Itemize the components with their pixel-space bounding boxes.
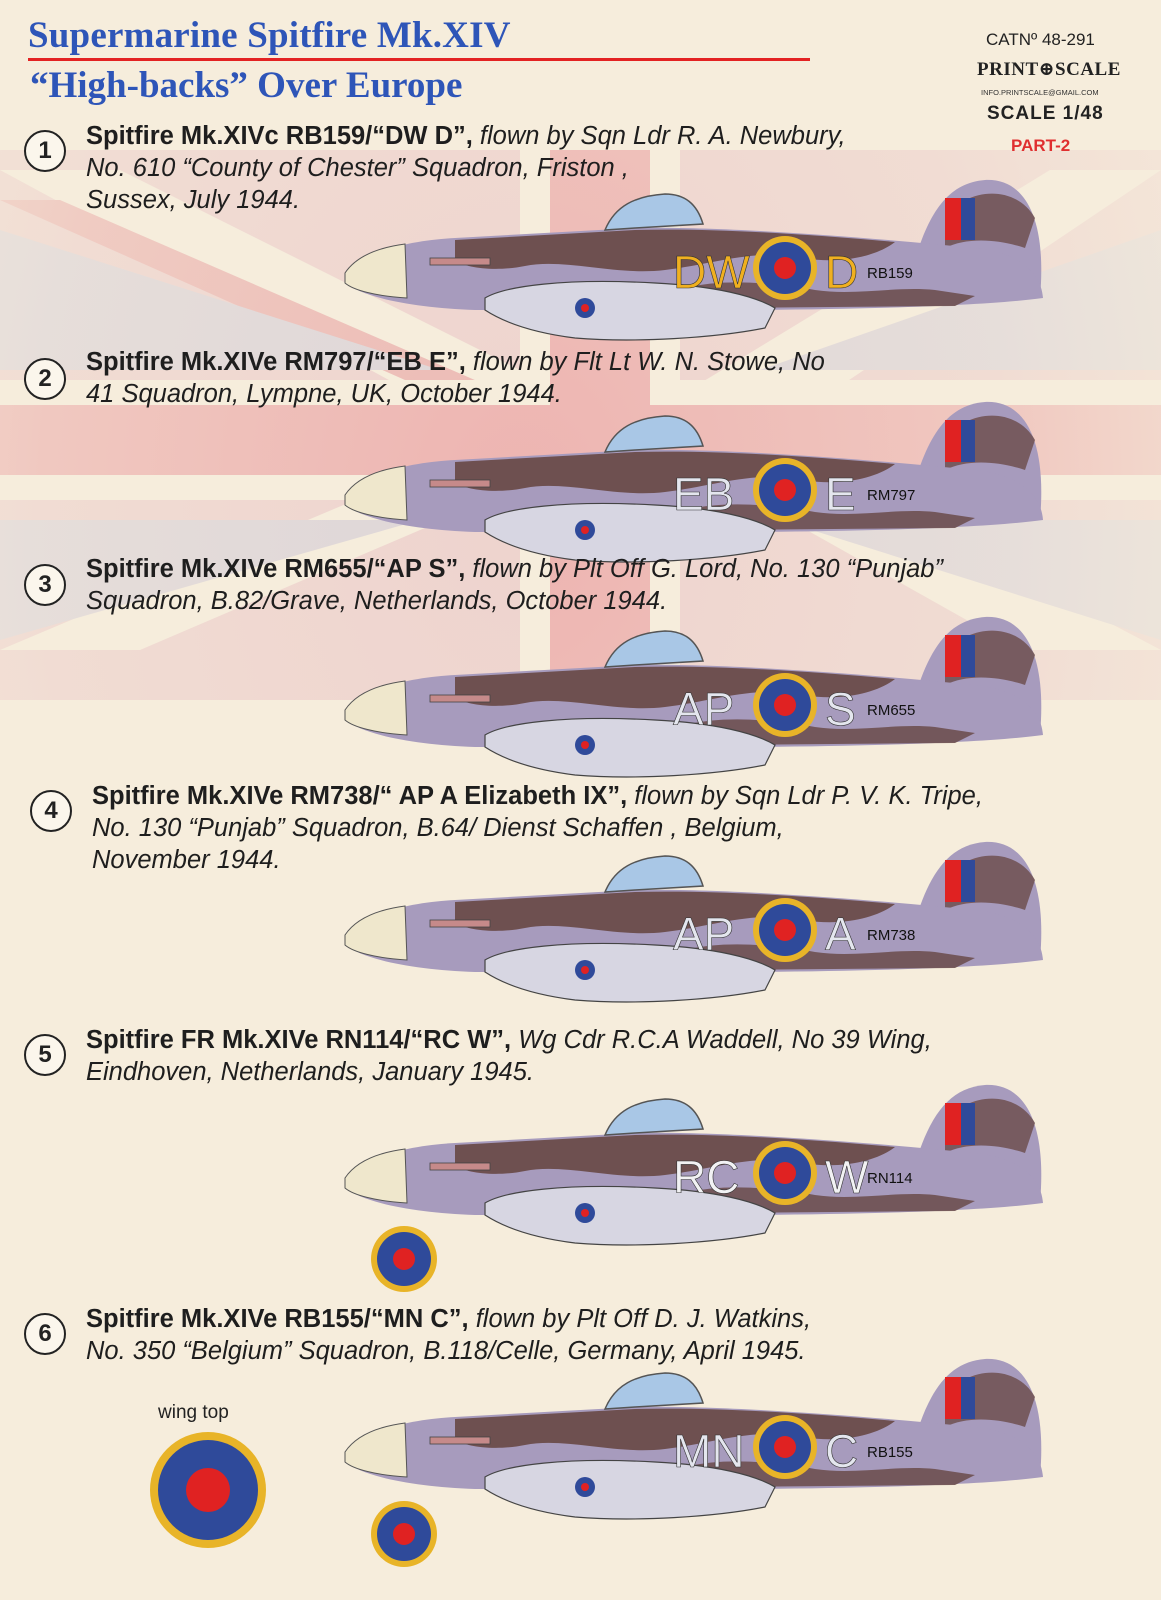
squadron-code-left: EB xyxy=(673,468,734,520)
entry-unit-location: No. 350 “Belgium” Squadron, B.118/Celle,… xyxy=(86,1337,806,1365)
entry-aircraft-id: Spitfire FR Mk.XIVe RN114/“RC W”, xyxy=(86,1026,512,1054)
entry-number-badge: 6 xyxy=(24,1313,66,1355)
aircraft-letter: C xyxy=(825,1425,858,1477)
wing-top-label: wing top xyxy=(158,1402,229,1423)
spitfire-profile: MN C RB155 xyxy=(344,1358,1043,1520)
part-label: PART-2 xyxy=(1011,136,1071,155)
entry-aircraft-id: Spitfire Mk.XIVe RM797/“EB E”, xyxy=(86,348,466,376)
entry-unit-location: 41 Squadron, Lympne, UK, October 1944. xyxy=(86,380,562,408)
entry-description: Spitfire Mk.XIVe RB155/“MN C”, flown by … xyxy=(86,1303,811,1367)
brand-logo: PRINT⊕SCALE xyxy=(977,59,1121,80)
aircraft-letter: E xyxy=(825,468,856,520)
spitfire-profile: EB E RM797 xyxy=(344,401,1043,563)
entry-pilot: flown by Flt Lt W. N. Stowe, No xyxy=(465,348,825,376)
underwing-roundel xyxy=(371,1226,437,1292)
entry-unit-location: No. 130 “Punjab” Squadron, B.64/ Dienst … xyxy=(92,814,784,842)
entry-description: Spitfire FR Mk.XIVe RN114/“RC W”, Wg Cdr… xyxy=(86,1024,932,1088)
entry-aircraft-id: Spitfire Mk.XIVc RB159/“DW D”, xyxy=(86,122,473,150)
spitfire-profile: DW D RB159 xyxy=(344,179,1043,341)
aircraft-letter: W xyxy=(825,1151,869,1203)
entry-unit-location: Squadron, B.82/Grave, Netherlands, Octob… xyxy=(86,587,668,615)
entry-number-badge: 3 xyxy=(24,564,66,606)
entry-aircraft-id: Spitfire Mk.XIVe RB155/“MN C”, xyxy=(86,1305,469,1333)
entry-pilot: flown by Plt Off D. J. Watkins, xyxy=(468,1305,812,1333)
aircraft-letter: A xyxy=(825,908,856,960)
entry-aircraft-id: Spitfire Mk.XIVe RM655/“AP S”, xyxy=(86,555,466,583)
entry-number-badge: 4 xyxy=(30,790,72,832)
entry-aircraft-id: Spitfire Mk.XIVe RM738/“ AP A Elizabeth … xyxy=(92,782,628,810)
entry-date: November 1944. xyxy=(92,846,281,874)
wing-top-roundel xyxy=(150,1432,266,1548)
entry-description: Spitfire Mk.XIVe RM738/“ AP A Elizabeth … xyxy=(92,780,983,876)
spitfire-profile: AP S RM655 xyxy=(344,616,1043,778)
spitfire-profile: RC W RN114 xyxy=(344,1084,1043,1246)
brand-email: INFO.PRINTSCALE@GMAIL.COM xyxy=(981,88,1099,97)
entry-unit-location: No. 610 “County of Chester” Squadron, Fr… xyxy=(86,154,629,182)
title-line-2: “High-backs” Over Europe xyxy=(30,65,463,106)
squadron-code-left: MN xyxy=(673,1425,745,1477)
spitfire-profile: AP A RM738 xyxy=(344,841,1043,1003)
entry-number-badge: 2 xyxy=(24,358,66,400)
aircraft-letter: S xyxy=(825,683,856,735)
entry-description: Spitfire Mk.XIVe RM655/“AP S”, flown by … xyxy=(86,553,943,617)
serial-number: RM655 xyxy=(867,702,915,719)
squadron-code-left: AP xyxy=(673,908,734,960)
entry-pilot: Wg Cdr R.C.A Waddell, No 39 Wing, xyxy=(511,1026,932,1054)
entry-number-badge: 1 xyxy=(24,130,66,172)
squadron-code-left: RC xyxy=(673,1151,739,1203)
scale-label: SCALE 1/48 xyxy=(987,103,1104,124)
entry-pilot: flown by Sqn Ldr P. V. K. Tripe, xyxy=(627,782,983,810)
serial-number: RM738 xyxy=(867,927,915,944)
squadron-code-left: DW xyxy=(673,246,750,298)
serial-number: RN114 xyxy=(867,1170,913,1187)
serial-number: RB159 xyxy=(867,265,913,282)
title-line-1: Supermarine Spitfire Mk.XIV xyxy=(28,15,511,56)
catalog-number: CATNº 48-291 xyxy=(986,30,1095,49)
underwing-roundel xyxy=(371,1501,437,1567)
entry-pilot: flown by Plt Off G. Lord, No. 130 “Punja… xyxy=(465,555,943,583)
entry-date: Sussex, July 1944. xyxy=(86,186,301,214)
serial-number: RM797 xyxy=(867,487,915,504)
entry-description: Spitfire Mk.XIVc RB159/“DW D”, flown by … xyxy=(86,120,846,216)
title-underline xyxy=(28,58,810,61)
squadron-code-left: AP xyxy=(673,683,734,735)
entry-unit-location: Eindhoven, Netherlands, January 1945. xyxy=(86,1058,534,1086)
aircraft-letter: D xyxy=(825,246,858,298)
entry-description: Spitfire Mk.XIVe RM797/“EB E”, flown by … xyxy=(86,346,825,410)
entry-pilot: flown by Sqn Ldr R. A. Newbury, xyxy=(472,122,846,150)
serial-number: RB155 xyxy=(867,1444,913,1461)
entry-number-badge: 5 xyxy=(24,1034,66,1076)
